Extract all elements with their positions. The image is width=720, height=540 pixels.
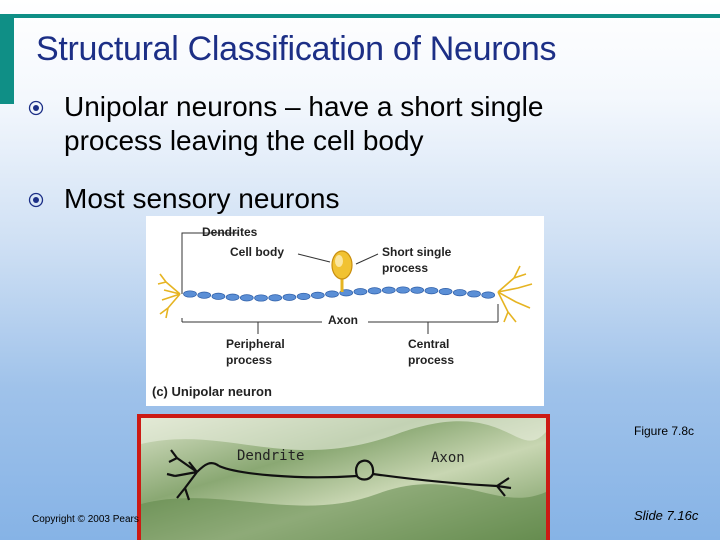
axon-segment <box>481 291 496 299</box>
slide-title: Structural Classification of Neurons <box>36 30 557 68</box>
label-dendrites: Dendrites <box>202 225 258 239</box>
label-central-process: process <box>408 353 454 367</box>
label-axon: Axon <box>328 313 358 327</box>
bullet-unipolar-text: Unipolar neurons – have a short single p… <box>64 90 543 158</box>
axon-segment <box>396 286 410 294</box>
axon-segment <box>410 286 425 294</box>
bullet-unipolar: Unipolar neurons – have a short single p… <box>28 90 688 162</box>
unipolar-neuron-figure: Dendrites Cell body Short single process… <box>146 216 544 406</box>
label-cell-body: Cell body <box>230 245 284 259</box>
axon-segment <box>239 294 254 302</box>
bullet-unipolar-line1: Unipolar neurons – have a short single <box>64 91 544 122</box>
label-short-single-process: process <box>382 261 428 275</box>
title-rule <box>14 14 720 18</box>
axon-segment <box>183 290 197 298</box>
micrograph-axon-label: Axon <box>431 450 465 466</box>
axon-segment <box>424 287 439 295</box>
axon-segment <box>211 292 226 300</box>
label-peripheral-process: process <box>226 353 272 367</box>
axon-segments <box>183 286 496 302</box>
micrograph-image: Dendrite Axon <box>141 418 546 540</box>
label-central: Central <box>408 337 449 351</box>
neuron-micrograph: Dendrite Axon <box>137 414 550 540</box>
accent-bar <box>0 14 14 104</box>
axon-segment <box>438 288 453 296</box>
axon-segment <box>197 291 212 299</box>
bullet-sensory-text: Most sensory neurons <box>64 183 340 214</box>
figure-reference: Figure 7.8c <box>634 424 695 438</box>
label-short-single: Short single <box>382 245 452 259</box>
axon-segment <box>310 291 325 299</box>
axon-segment <box>367 287 382 295</box>
bullet-sensory: Most sensory neurons <box>28 182 688 218</box>
axon-segment <box>296 292 311 300</box>
cell-body <box>331 250 353 292</box>
slide-number: Slide 7.16c <box>634 508 699 523</box>
axon-segment <box>268 294 283 302</box>
bullet-icon <box>28 192 44 208</box>
axon-segment <box>282 293 297 301</box>
figure-caption: (c) Unipolar neuron <box>152 384 272 399</box>
right-dendrites <box>497 265 533 323</box>
unipolar-neuron-diagram: Dendrites Cell body Short single process… <box>152 225 533 399</box>
axon-segment <box>353 288 368 296</box>
micrograph-dendrite-label: Dendrite <box>237 448 304 464</box>
bullet-unipolar-line2: process leaving the cell body <box>64 125 424 156</box>
micrograph-neuron <box>166 449 512 501</box>
copyright-notice: Copyright © 2003 Pears <box>32 514 139 525</box>
axon-segment <box>452 289 467 297</box>
axon-segment <box>381 286 396 294</box>
bullet-icon <box>28 100 44 116</box>
left-dendrites <box>157 273 181 319</box>
label-peripheral: Peripheral <box>226 337 285 351</box>
axon-segment <box>254 294 268 302</box>
axon-segment <box>467 290 481 298</box>
axon-segment <box>225 293 240 301</box>
axon-segment <box>325 290 339 298</box>
